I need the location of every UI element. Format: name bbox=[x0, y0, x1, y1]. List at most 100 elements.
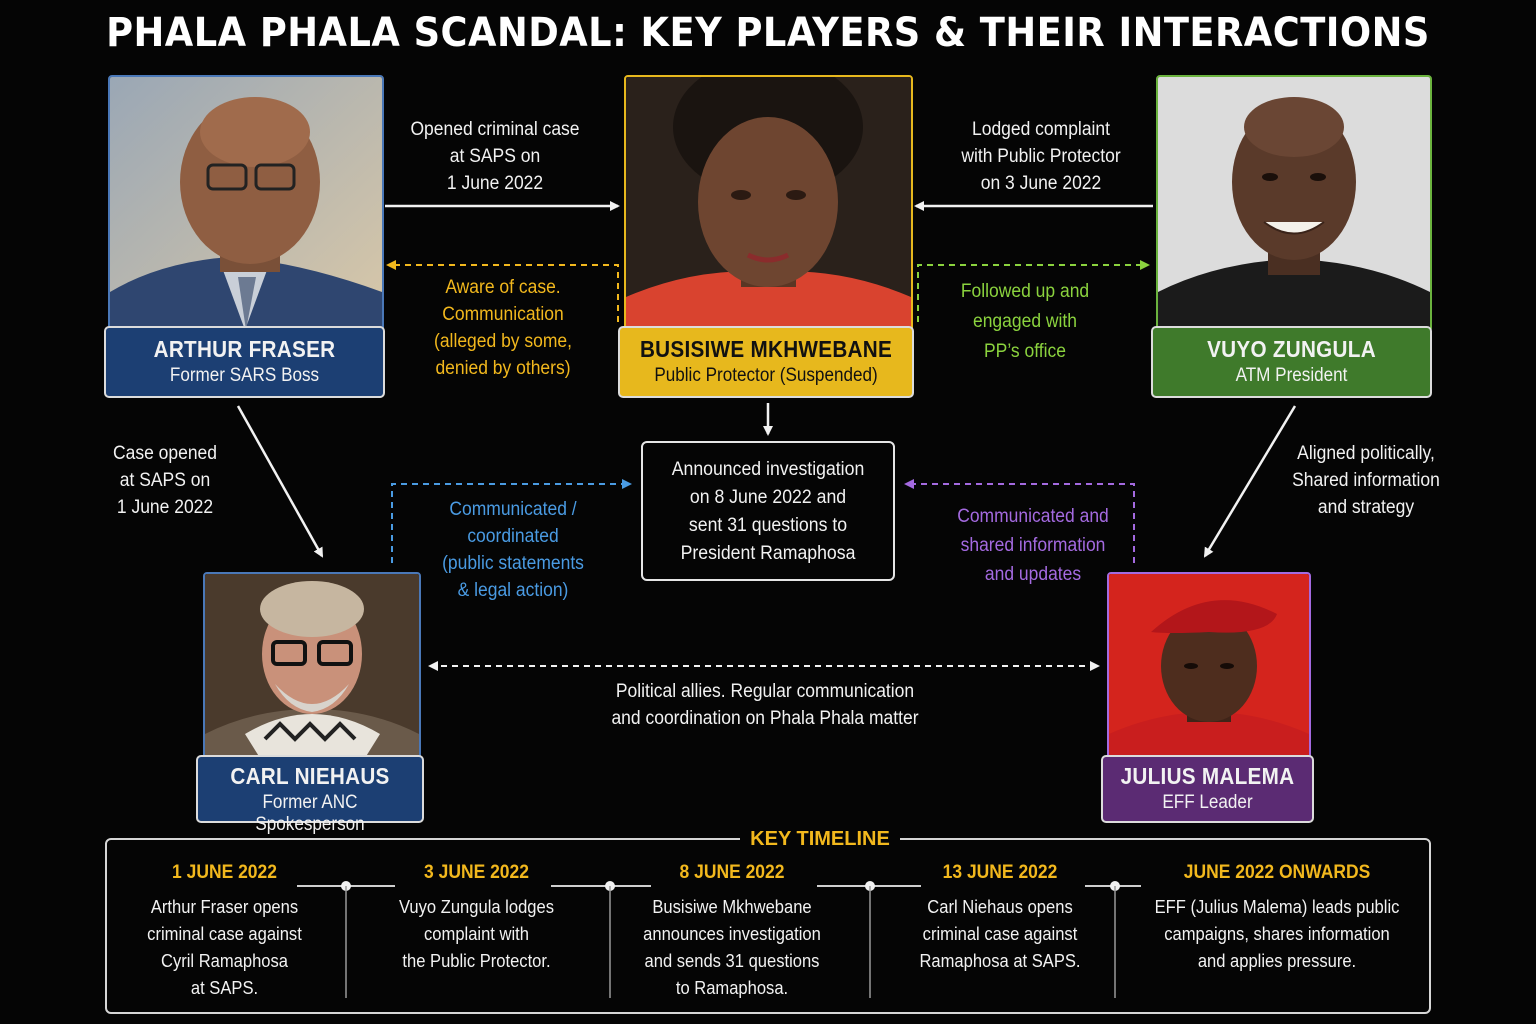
label-line: & legal action) bbox=[457, 580, 569, 601]
investigation-line: on 8 June 2022 and bbox=[689, 487, 847, 508]
label-line: PP’s office bbox=[984, 341, 1066, 362]
timeline-text-line: Cyril Ramaphosa bbox=[160, 951, 289, 971]
investigation-line: President Ramaphosa bbox=[680, 543, 856, 564]
nameplate-arthur-fraser: ARTHUR FRASER Former SARS Boss bbox=[104, 326, 385, 398]
investigation-line: Announced investigation bbox=[671, 459, 865, 480]
timeline-text-line: to Ramaphosa. bbox=[675, 978, 789, 998]
page-title: PHALA PHALA SCANDAL: KEY PLAYERS & THEIR… bbox=[106, 10, 1430, 56]
label-line: Communication bbox=[442, 304, 564, 325]
arrow-niehaus-to-investigation-dashed bbox=[391, 479, 632, 563]
nameplate-julius-malema: JULIUS MALEMA EFF Leader bbox=[1101, 755, 1314, 823]
label-line: coordinated bbox=[467, 526, 559, 547]
timeline-text-line: the Public Protector. bbox=[402, 951, 551, 971]
label-line: shared information bbox=[960, 535, 1106, 556]
timeline-text: EFF (Julius Malema) leads public campaig… bbox=[1148, 894, 1406, 975]
label-niehaus-to-investigation: Communicated / coordinated (public state… bbox=[427, 496, 598, 604]
timeline-text-line: Busisiwe Mkhwebane bbox=[652, 897, 812, 917]
arrow-pp-to-fraser-dashed bbox=[386, 260, 619, 322]
label-zungula-to-pp: Lodged complaint with Public Protector o… bbox=[939, 116, 1143, 197]
timeline-text: Busisiwe Mkhwebane announces investigati… bbox=[635, 894, 828, 1002]
name-arthur-fraser: ARTHUR FRASER bbox=[153, 336, 336, 362]
timeline-event: 13 JUNE 2022 Carl Niehaus opens criminal… bbox=[895, 862, 1105, 975]
timeline-event: 3 JUNE 2022 Vuyo Zungula lodges complain… bbox=[369, 862, 584, 975]
timeline-text-line: EFF (Julius Malema) leads public bbox=[1154, 897, 1400, 917]
label-line: 1 June 2022 bbox=[446, 173, 544, 194]
timeline-text-line: and applies pressure. bbox=[1197, 951, 1357, 971]
name-julius-malema: JULIUS MALEMA bbox=[1120, 763, 1295, 789]
timeline-text-line: criminal case against bbox=[922, 924, 1078, 944]
nameplate-vuyo-zungula: VUYO ZUNGULA ATM President bbox=[1151, 326, 1432, 398]
role-julius-malema: EFF Leader bbox=[1162, 792, 1253, 813]
arrow-zungula-to-malema bbox=[1203, 405, 1297, 558]
label-line: on 3 June 2022 bbox=[980, 173, 1102, 194]
label-line: Communicated and bbox=[957, 506, 1109, 527]
label-fraser-to-niehaus: Case opened at SAPS on 1 June 2022 bbox=[105, 440, 225, 521]
arrow-malema-to-investigation-dashed bbox=[904, 479, 1135, 563]
label-line: Political allies. Regular communication bbox=[615, 681, 915, 702]
portrait-carl-niehaus bbox=[203, 572, 421, 760]
timeline-text-line: announces investigation bbox=[643, 924, 821, 944]
timeline-text: Vuyo Zungula lodges complaint with the P… bbox=[378, 894, 576, 975]
timeline-text-line: campaigns, shares information bbox=[1164, 924, 1390, 944]
name-busisiwe-mkhwebane: BUSISIWE MKHWEBANE bbox=[639, 336, 893, 362]
label-line: with Public Protector bbox=[961, 146, 1121, 167]
label-line: denied by others) bbox=[435, 358, 571, 379]
label-line: Lodged complaint bbox=[972, 119, 1110, 140]
timeline-connectors bbox=[297, 881, 1141, 998]
timeline-event: 1 JUNE 2022 Arthur Fraser opens criminal… bbox=[117, 862, 332, 1002]
role-busisiwe-mkhwebane: Public Protector (Suspended) bbox=[654, 365, 878, 386]
label-zungula-to-malema: Aligned politically, Shared information … bbox=[1283, 440, 1449, 521]
label-line: and updates bbox=[984, 564, 1082, 585]
timeline-event: 8 JUNE 2022 Busisiwe Mkhwebane announces… bbox=[627, 862, 837, 1002]
timeline-text-line: Arthur Fraser opens bbox=[150, 897, 299, 917]
role-carl-niehaus: Former ANC Spokesperson bbox=[255, 792, 365, 835]
timeline-date: 3 JUNE 2022 bbox=[424, 862, 529, 883]
arrow-pp-to-zungula-dashed bbox=[917, 260, 1150, 322]
timeline-date: 1 JUNE 2022 bbox=[172, 862, 277, 883]
label-line: Opened criminal case bbox=[410, 119, 580, 140]
timeline-date: JUNE 2022 ONWARDS bbox=[1183, 862, 1371, 883]
role-arthur-fraser: Former SARS Boss bbox=[169, 365, 320, 386]
nameplate-busisiwe-mkhwebane: BUSISIWE MKHWEBANE Public Protector (Sus… bbox=[618, 326, 914, 398]
portrait-arthur-fraser bbox=[108, 75, 384, 332]
timeline-text-line: Carl Niehaus opens bbox=[927, 897, 1073, 917]
name-carl-niehaus: CARL NIEHAUS bbox=[230, 763, 390, 789]
timeline-date: 8 JUNE 2022 bbox=[679, 862, 785, 883]
label-line: Case opened bbox=[112, 443, 217, 464]
timeline-text-line: Vuyo Zungula lodges bbox=[399, 897, 554, 917]
label-line: at SAPS on bbox=[119, 470, 211, 491]
timeline-text-line: Ramaphosa at SAPS. bbox=[919, 951, 1081, 971]
investigation-box: Announced investigation on 8 June 2022 a… bbox=[641, 441, 895, 581]
label-line: Followed up and bbox=[960, 281, 1090, 302]
portrait-julius-malema bbox=[1107, 572, 1311, 760]
label-line: and strategy bbox=[1317, 497, 1415, 518]
timeline-text-line: and sends 31 questions bbox=[644, 951, 820, 971]
label-line: Aware of case. bbox=[445, 277, 561, 298]
timeline-event: JUNE 2022 ONWARDS EFF (Julius Malema) le… bbox=[1137, 862, 1417, 975]
label-line: 1 June 2022 bbox=[116, 497, 214, 518]
label-line: at SAPS on bbox=[449, 146, 541, 167]
portrait-vuyo-zungula bbox=[1156, 75, 1432, 332]
timeline-text-line: criminal case against bbox=[147, 924, 302, 944]
label-line: (alleged by some, bbox=[434, 331, 572, 352]
label-line: Aligned politically, bbox=[1297, 443, 1435, 464]
label-line: and coordination on Phala Phala matter bbox=[611, 708, 919, 729]
key-timeline: KEY TIMELINE 1 JUNE 2022 Arthur Fraser o… bbox=[105, 828, 1431, 1014]
timeline-text-line: at SAPS. bbox=[190, 978, 259, 998]
timeline-date: 13 JUNE 2022 bbox=[942, 862, 1058, 883]
label-pp-zungula-followup: Followed up and engaged with PP’s office bbox=[942, 277, 1108, 367]
label-niehaus-malema: Political allies. Regular communication … bbox=[576, 678, 953, 732]
portrait-busisiwe-mkhwebane bbox=[624, 75, 913, 332]
label-line: Shared information bbox=[1292, 470, 1440, 491]
role-vuyo-zungula: ATM President bbox=[1235, 365, 1348, 386]
timeline-title: KEY TIMELINE bbox=[740, 828, 900, 851]
timeline-text-line: complaint with bbox=[424, 924, 529, 944]
label-fraser-to-pp: Opened criminal case at SAPS on 1 June 2… bbox=[398, 116, 591, 197]
label-line: Communicated / bbox=[449, 499, 577, 520]
label-malema-to-investigation: Communicated and shared information and … bbox=[944, 502, 1122, 589]
investigation-line: sent 31 questions to bbox=[688, 515, 848, 536]
timeline-text: Carl Niehaus opens criminal case against… bbox=[903, 894, 1096, 975]
label-line: (public statements bbox=[442, 553, 584, 574]
label-line: engaged with bbox=[972, 311, 1077, 332]
